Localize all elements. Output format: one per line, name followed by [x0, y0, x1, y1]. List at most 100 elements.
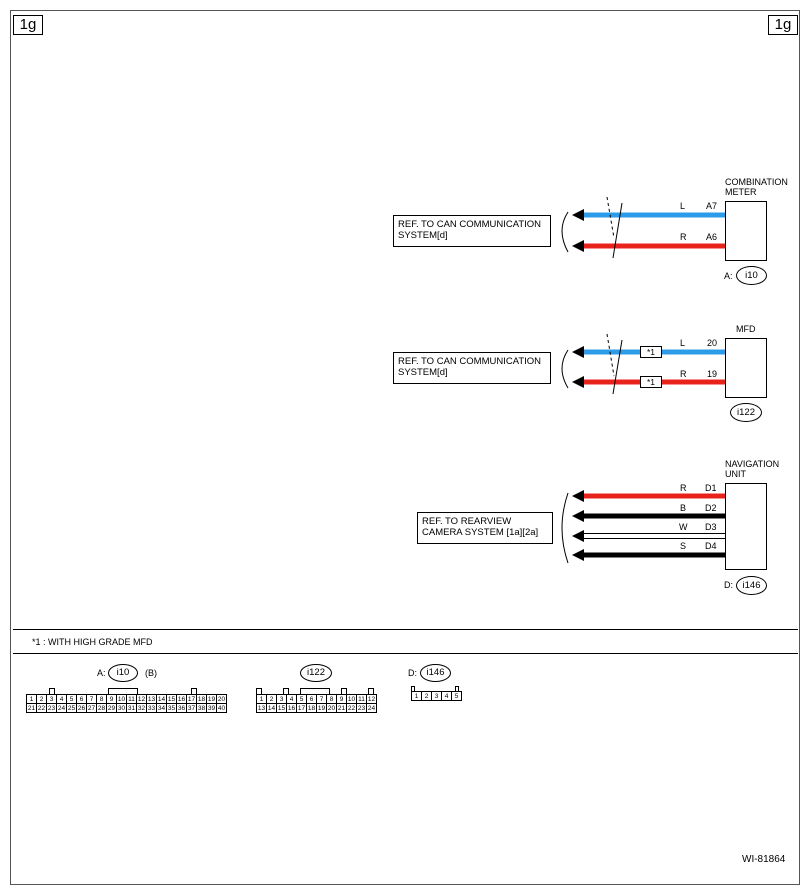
- pin-cell: 33: [146, 703, 157, 713]
- pin-number: 19: [707, 369, 718, 379]
- pin-cell: 17: [296, 703, 307, 713]
- pin-cell: 1: [26, 694, 37, 704]
- pin-cell: 34: [156, 703, 167, 713]
- pin-cell: 14: [266, 703, 277, 713]
- shield-dashed-line: [606, 196, 615, 239]
- component-name: NAVIGATION UNIT: [725, 459, 780, 479]
- connector-prefix: D:: [724, 580, 733, 590]
- connector-lock-tab: [49, 688, 55, 694]
- wire-g3-w3: [581, 533, 727, 539]
- pin-cell: 3: [46, 694, 57, 704]
- pin-cell: 24: [56, 703, 67, 713]
- pin-number: D4: [705, 541, 717, 551]
- wire-color-code: R: [680, 232, 687, 242]
- pin-cell: 40: [216, 703, 227, 713]
- pin-cell: 8: [326, 694, 337, 704]
- pin-cell: 7: [316, 694, 327, 704]
- arrowhead-g1-w1: [572, 209, 584, 221]
- connector-view-prefix: A:: [97, 668, 106, 678]
- pin-number: A7: [706, 201, 718, 211]
- pin-cell: 12: [366, 694, 377, 704]
- pin-cell: 6: [76, 694, 87, 704]
- pin-cell: 1: [256, 694, 267, 704]
- pin-cell: 15: [166, 694, 177, 704]
- pin-cell: 18: [306, 703, 317, 713]
- pin-number: 20: [707, 338, 718, 348]
- pin-cell: 20: [216, 694, 227, 704]
- pin-cell: 24: [366, 703, 377, 713]
- pin-cell: 16: [176, 694, 187, 704]
- pin-cell: 8: [96, 694, 107, 704]
- pin-cell: 22: [36, 703, 47, 713]
- pin-cell: 6: [306, 694, 317, 704]
- pin-cell: 23: [46, 703, 57, 713]
- star-marker: *1: [640, 346, 662, 358]
- pin-cell: 31: [126, 703, 137, 713]
- connector-id-oval: i10: [736, 266, 767, 285]
- component-box-combination-meter: [725, 201, 767, 261]
- pin-cell: 23: [356, 703, 367, 713]
- pin-cell: 10: [116, 694, 127, 704]
- connector-lock-tab: [283, 688, 289, 694]
- component-box-navigation-unit: [725, 483, 767, 570]
- connector-lock-tab: [256, 688, 262, 694]
- connector-lock-tab: [368, 688, 374, 694]
- arrowhead-g3-w4: [572, 549, 584, 561]
- arrowhead-g3-w3: [572, 530, 584, 542]
- connector-lock-tab: [191, 688, 197, 694]
- divider-line: [13, 653, 798, 654]
- connector-view-oval: i10: [108, 664, 138, 682]
- figure-id: WI-81864: [742, 854, 786, 865]
- diagram-frame: [10, 10, 800, 885]
- pin-cell: 39: [206, 703, 217, 713]
- pin-cell: 2: [266, 694, 277, 704]
- reference-box-can-2: REF. TO CAN COMMUNICATION SYSTEM[d]: [393, 352, 551, 384]
- connector-lock-tab: [300, 688, 330, 694]
- arrowhead-g3-w1: [572, 490, 584, 502]
- connector-view-oval: i122: [300, 664, 332, 682]
- pin-cell: 37: [186, 703, 197, 713]
- pin-cell: 25: [66, 703, 77, 713]
- pin-cell: 19: [206, 694, 217, 704]
- pin-cell: 13: [256, 703, 267, 713]
- pin-cell: 22: [346, 703, 357, 713]
- pin-cell: 4: [441, 691, 452, 701]
- pin-cell: 5: [66, 694, 77, 704]
- pin-cell: 12: [136, 694, 147, 704]
- pin-cell: 2: [421, 691, 432, 701]
- connector-lock-tab: [455, 686, 459, 692]
- connector-id-oval: i122: [730, 403, 762, 422]
- pin-cell: 30: [116, 703, 127, 713]
- pin-cell: 4: [56, 694, 67, 704]
- pin-cell: 20: [326, 703, 337, 713]
- shield-dashed-line: [606, 333, 615, 377]
- star-marker: *1: [640, 376, 662, 388]
- pin-cell: 1: [411, 691, 422, 701]
- pin-cell: 29: [106, 703, 117, 713]
- page-tag-left: 1g: [13, 15, 43, 35]
- divider-line: [13, 629, 798, 630]
- shield-solid-line: [612, 202, 623, 259]
- pin-cell: 4: [286, 694, 297, 704]
- connector-view-oval: i146: [420, 664, 451, 682]
- pin-cell: 15: [276, 703, 287, 713]
- reference-bracket: [561, 492, 569, 564]
- connector-lock-tab: [341, 688, 347, 694]
- connector-view-prefix: D:: [408, 668, 417, 678]
- shield-solid-line: [612, 339, 623, 395]
- connector-lock-tab: [108, 688, 138, 694]
- pin-cell: 28: [96, 703, 107, 713]
- pin-cell: 9: [336, 694, 347, 704]
- pin-cell: 17: [186, 694, 197, 704]
- pin-cell: 5: [451, 691, 462, 701]
- connector-lock-tab: [411, 686, 415, 692]
- pin-cell: 9: [106, 694, 117, 704]
- pin-cell: 11: [126, 694, 137, 704]
- pin-cell: 7: [86, 694, 97, 704]
- pin-cell: 36: [176, 703, 187, 713]
- connector-prefix: A:: [724, 271, 733, 281]
- arrowhead-g2-w1: [572, 346, 584, 358]
